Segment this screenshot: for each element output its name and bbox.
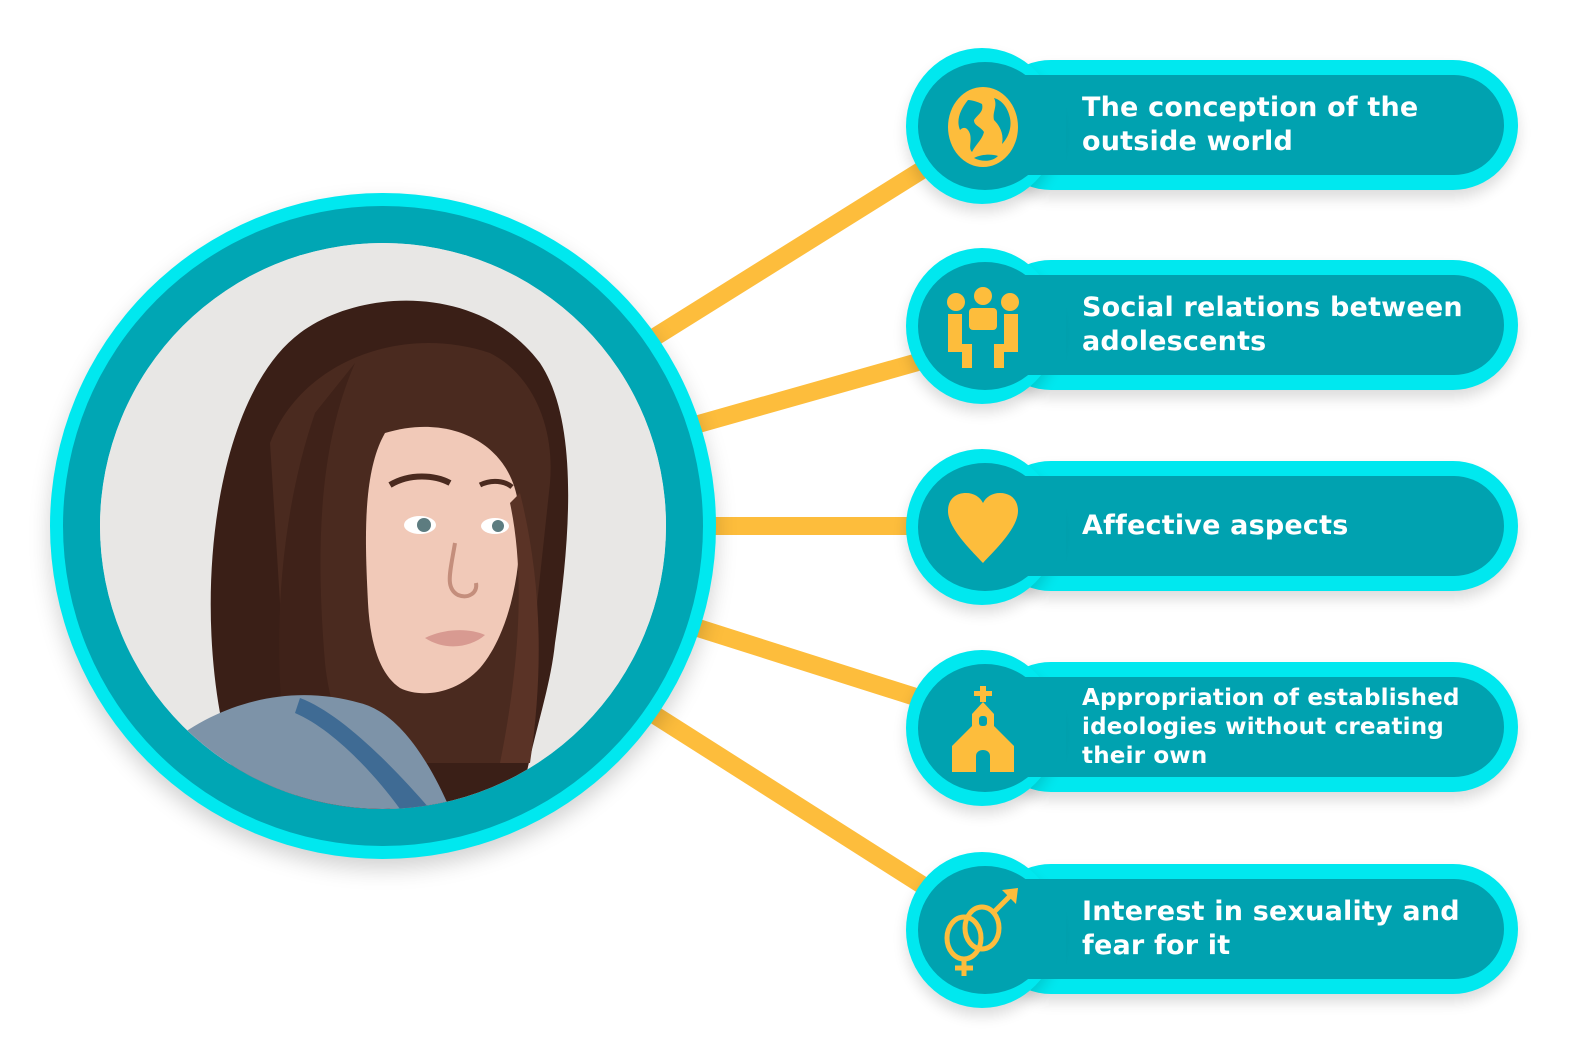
connector-4 (692, 618, 928, 709)
connector-2 (692, 351, 928, 434)
girl-portrait-illustration (100, 243, 666, 809)
topic-card-affective: Affective aspects (906, 449, 1518, 605)
globe-icon (948, 87, 1018, 167)
portrait-circle (50, 193, 716, 859)
topic-pill (986, 662, 1518, 792)
topic-pill (986, 864, 1518, 994)
gender-symbols-icon (944, 888, 1018, 976)
topic-pill (986, 461, 1518, 591)
heart-icon (948, 493, 1018, 563)
topic-label: The conception of the outside world (1082, 92, 1419, 157)
topic-label: Social relations between adolescents (1082, 292, 1463, 357)
topic-label: Appropriation of established ideologies … (1082, 684, 1460, 769)
topic-label: Interest in sexuality and fear for it (1082, 896, 1460, 961)
connector-1 (645, 157, 935, 348)
connector-5 (645, 704, 935, 898)
chapel-icon (952, 686, 1014, 772)
topic-card-outside-world: The conception of the outside world (906, 48, 1518, 204)
topic-card-social-relations: Social relations between adolescents (906, 248, 1518, 404)
topic-label: Affective aspects (1082, 510, 1349, 541)
topic-pill (986, 60, 1518, 190)
portrait-photo (100, 243, 666, 809)
topic-card-ideologies: Appropriation of established ideologies … (906, 650, 1518, 806)
topic-pill (986, 260, 1518, 390)
group-meeting-icon (947, 287, 1019, 368)
topic-card-sexuality: Interest in sexuality and fear for it (906, 852, 1518, 1008)
